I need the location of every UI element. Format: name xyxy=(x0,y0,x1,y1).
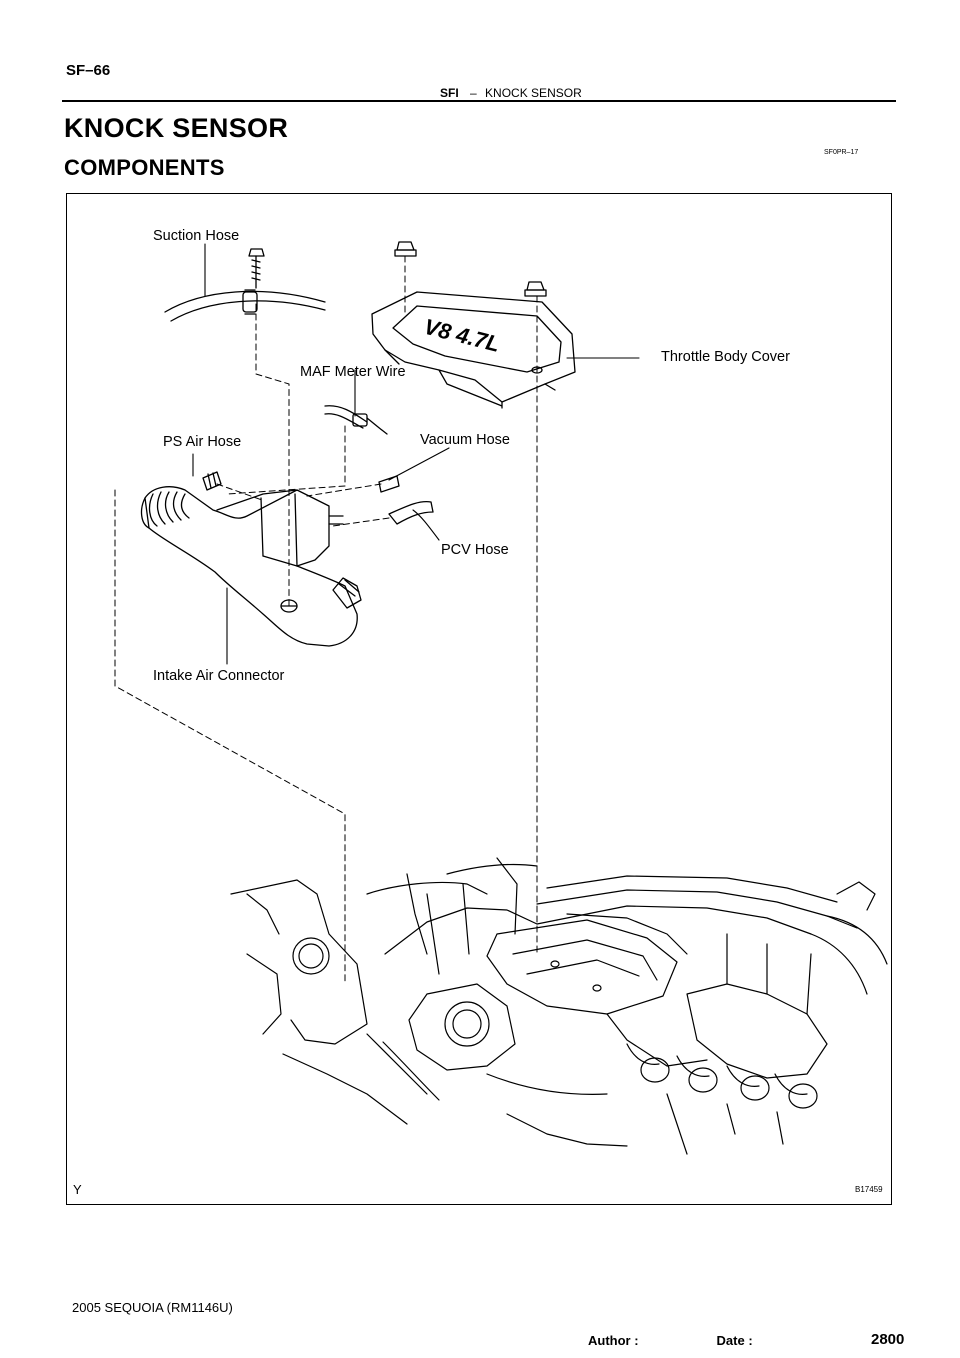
components-figure: V8 4.7L xyxy=(66,193,892,1205)
engine-assembly-drawing xyxy=(230,857,888,1155)
label-vacuum-hose: Vacuum Hose xyxy=(420,432,510,448)
running-header: SFI – KNOCK SENSOR xyxy=(440,86,582,100)
section-heading: COMPONENTS xyxy=(64,155,225,180)
page-title: KNOCK SENSOR xyxy=(64,113,289,143)
footer-date-label: Date : xyxy=(716,1333,753,1348)
exploded-view-illustration: V8 4.7L xyxy=(114,241,888,1155)
throttle-body-cover-drawing: V8 4.7L xyxy=(371,291,576,409)
cover-marking-text: V8 4.7L xyxy=(422,314,503,357)
pcv-hose-drawing xyxy=(388,500,434,525)
label-throttle-body-cover: Throttle Body Cover xyxy=(661,349,790,365)
header-section-topic: KNOCK SENSOR xyxy=(485,86,582,100)
reference-code: SF0PR–17 xyxy=(824,149,859,156)
footer-page-total: 2800 xyxy=(871,1331,905,1348)
figure-corner-mark: Y xyxy=(73,1182,82,1197)
header-section-code: SFI xyxy=(440,86,459,100)
intake-air-connector-drawing xyxy=(140,486,362,647)
ps-air-hose-drawing xyxy=(202,471,222,491)
suction-hose-drawing xyxy=(164,248,326,322)
vacuum-hose-drawing xyxy=(378,475,400,493)
footer-model: 2005 SEQUOIA (RM1146U) xyxy=(72,1300,233,1315)
maf-meter-wire-drawing xyxy=(324,405,388,435)
label-maf-meter-wire: MAF Meter Wire xyxy=(300,364,406,380)
label-suction-hose: Suction Hose xyxy=(153,228,240,244)
assembly-dashed-lines xyxy=(114,255,538,985)
leader-lines xyxy=(192,243,640,665)
footer-author-label: Author : xyxy=(588,1333,639,1348)
label-pcv-hose: PCV Hose xyxy=(441,542,509,558)
page-number: SF–66 xyxy=(66,62,111,79)
cover-bolts-drawing xyxy=(394,241,547,297)
label-intake-air-connector: Intake Air Connector xyxy=(153,668,285,684)
figure-id: B17459 xyxy=(855,1185,883,1194)
header-separator: – xyxy=(470,86,477,100)
header-rule xyxy=(62,100,896,102)
label-ps-air-hose: PS Air Hose xyxy=(163,434,242,450)
footer-author-date: Author : Date : xyxy=(588,1333,753,1348)
